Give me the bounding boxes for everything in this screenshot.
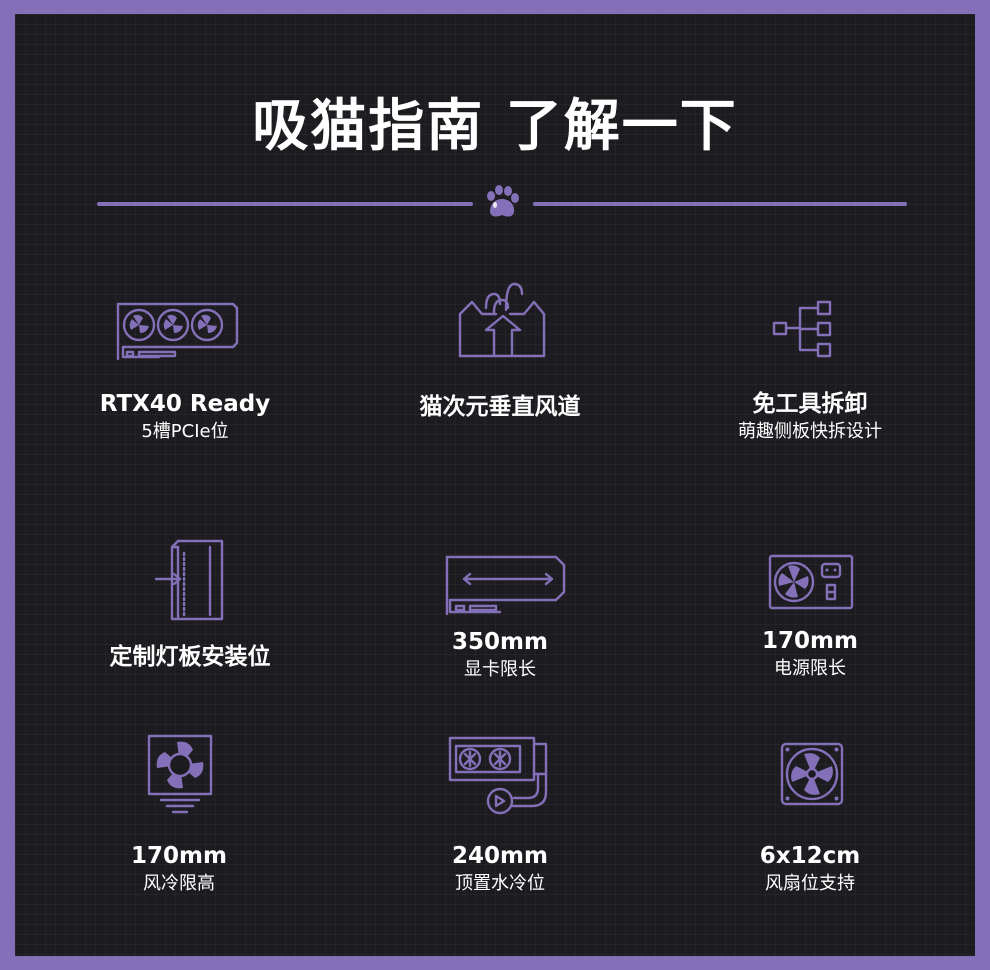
feature-gpu-length: 350mm 显卡限长 [350,554,650,704]
feature-title: 定制灯板安装位 [109,644,271,670]
feature-title: 免工具拆卸 [752,391,868,417]
feature-title: 240mm [452,843,548,869]
main-panel: 吸猫指南 了解一下 [15,14,975,956]
tool-free-icon [772,299,834,361]
feature-title: 170mm [762,628,858,654]
feature-title: 170mm [131,843,227,869]
feature-subtitle: 显卡限长 [464,659,536,680]
feature-fan-support: 6x12cm 风扇位支持 [660,742,960,894]
feature-subtitle: 顶置水冷位 [455,873,545,894]
feature-subtitle: 5槽PCIe位 [141,421,229,442]
feature-title: 猫次元垂直风道 [419,394,581,420]
feature-title: RTX40 Ready [99,391,271,417]
feature-tool-free: 免工具拆卸 萌趣侧板快拆设计 [660,299,960,449]
feature-lighting-panel: 定制灯板安装位 [40,539,340,689]
power-supply-icon [768,554,854,610]
feature-rtx40: RTX40 Ready 5槽PCIe位 [35,299,335,449]
vertical-airflow-icon [456,282,548,362]
feature-title: 350mm [452,629,548,655]
air-cooler-icon [147,734,213,814]
feature-title: 6x12cm [759,843,861,869]
liquid-cooler-icon [448,736,558,816]
feature-subtitle: 萌趣侧板快拆设计 [738,421,882,442]
page-title: 吸猫指南 了解一下 [252,94,738,159]
paw-print-icon [482,185,522,221]
feature-liquid-cooler: 240mm 顶置水冷位 [350,736,650,894]
feature-psu-length: 170mm 电源限长 [660,554,960,704]
feature-air-cooler: 170mm 风冷限高 [29,734,329,894]
feature-subtitle: 电源限长 [774,658,846,679]
pc-case-icon [148,539,224,623]
case-fan-icon [780,742,844,806]
gpu-length-icon [444,554,570,616]
feature-subtitle: 风扇位支持 [765,873,855,894]
divider-left [97,202,473,206]
divider-right [533,202,907,206]
feature-subtitle: 风冷限高 [143,873,215,894]
graphics-card-icon [115,299,239,365]
feature-vertical-airflow: 猫次元垂直风道 [350,282,650,432]
